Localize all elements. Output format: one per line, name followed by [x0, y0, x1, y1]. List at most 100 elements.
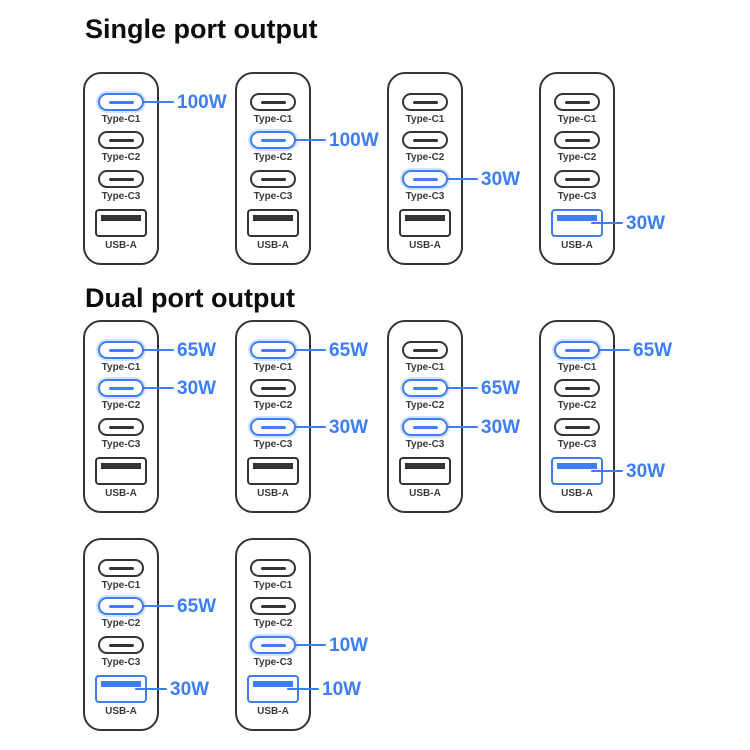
type-c-pin	[108, 566, 134, 570]
port-type-c2: Type-C2	[389, 131, 461, 163]
port-label: Type-C3	[101, 191, 141, 202]
type-c-pin	[564, 386, 590, 390]
type-c-port	[402, 170, 448, 188]
usb-a-contact-bar	[405, 462, 445, 469]
section-title-dual: Dual port output	[85, 283, 295, 313]
usb-a-contact-bar	[557, 214, 597, 221]
port-label: USB-A	[409, 488, 441, 499]
port-label: Type-C3	[405, 191, 445, 202]
type-c-pin	[412, 348, 438, 352]
wattage-callout: 30W	[294, 418, 368, 437]
port-type-c3: Type-C3	[85, 636, 157, 668]
wattage-callout: 65W	[294, 339, 369, 361]
port-label: Type-C1	[557, 362, 597, 373]
port-type-c3: Type-C3 30W	[389, 170, 520, 202]
port-label: USB-A	[561, 488, 593, 499]
port-usb-a: USB-A	[237, 209, 309, 251]
wattage-label: 30W	[481, 416, 521, 438]
port-type-c2: Type-C2	[237, 597, 309, 629]
wattage-callout: 30W	[446, 168, 521, 190]
port-label: Type-C2	[253, 618, 293, 629]
leader-line	[446, 386, 478, 390]
usb-a-contact-bar	[253, 214, 293, 221]
port-usb-a: USB-A 30W	[541, 457, 665, 499]
port-label: Type-C2	[101, 152, 141, 163]
wattage-callout: 30W	[142, 379, 216, 398]
wattage-callout: 65W	[142, 341, 216, 360]
leader-line	[142, 348, 174, 352]
usb-a-contact-bar	[557, 462, 597, 469]
type-c-pin	[412, 177, 438, 181]
port-usb-a: USB-A	[85, 209, 157, 251]
wattage-callout: 65W	[142, 597, 216, 616]
wattage-callout: 100W	[142, 91, 227, 113]
type-c-port	[250, 379, 296, 397]
type-c-pin	[108, 138, 134, 142]
type-c-pin	[564, 138, 590, 142]
type-c-port	[250, 170, 296, 188]
wattage-label: 30W	[626, 460, 666, 482]
type-c-pin	[260, 100, 286, 104]
port-label: Type-C3	[253, 191, 293, 202]
usb-a-port	[399, 457, 451, 485]
wattage-label: 30W	[481, 168, 521, 190]
type-c-pin	[108, 425, 134, 429]
type-c-port	[554, 131, 600, 149]
leader-line	[598, 348, 630, 352]
port-label: Type-C3	[557, 439, 597, 450]
usb-a-contact-bar	[253, 462, 293, 469]
port-type-c1: Type-C1	[389, 341, 461, 373]
usb-a-contact-bar	[101, 462, 141, 469]
type-c-port	[554, 418, 600, 436]
leader-line	[142, 604, 174, 608]
type-c-pin	[260, 643, 286, 647]
wattage-label: 100W	[177, 91, 227, 113]
port-label: Type-C2	[101, 618, 141, 629]
port-type-c3: Type-C3	[85, 418, 157, 450]
wattage-label: 30W	[170, 678, 210, 700]
type-c-port	[250, 597, 296, 615]
leader-line	[294, 138, 326, 142]
leader-line	[142, 386, 174, 390]
type-c-port	[250, 131, 296, 149]
port-label: USB-A	[257, 488, 289, 499]
usb-a-port	[95, 209, 147, 237]
type-c-pin	[564, 425, 590, 429]
type-c-pin	[260, 348, 286, 352]
port-label: Type-C3	[101, 657, 141, 668]
type-c-port	[250, 93, 296, 111]
wattage-callout: 30W	[446, 416, 521, 438]
usb-a-contact-bar	[405, 214, 445, 221]
wattage-callout: 10W	[294, 636, 368, 655]
wattage-callout: 65W	[598, 341, 672, 360]
port-usb-a: USB-A	[389, 209, 461, 251]
wattage-label: 10W	[322, 678, 362, 700]
port-label: USB-A	[257, 706, 289, 717]
wattage-label: 65W	[329, 339, 369, 361]
type-c-port	[98, 379, 144, 397]
wattage-label: 30W	[626, 212, 666, 234]
port-usb-a: USB-A	[389, 457, 461, 499]
usb-a-contact-bar	[101, 214, 141, 221]
leader-line	[135, 687, 167, 691]
port-label: Type-C3	[405, 439, 445, 450]
type-c-pin	[564, 348, 590, 352]
type-c-port	[250, 636, 296, 654]
type-c-pin	[412, 138, 438, 142]
type-c-pin	[108, 643, 134, 647]
port-label: USB-A	[105, 706, 137, 717]
port-type-c2: Type-C2	[237, 379, 309, 411]
port-label: Type-C1	[253, 114, 293, 125]
port-label: Type-C3	[253, 657, 293, 668]
type-c-pin	[564, 100, 590, 104]
